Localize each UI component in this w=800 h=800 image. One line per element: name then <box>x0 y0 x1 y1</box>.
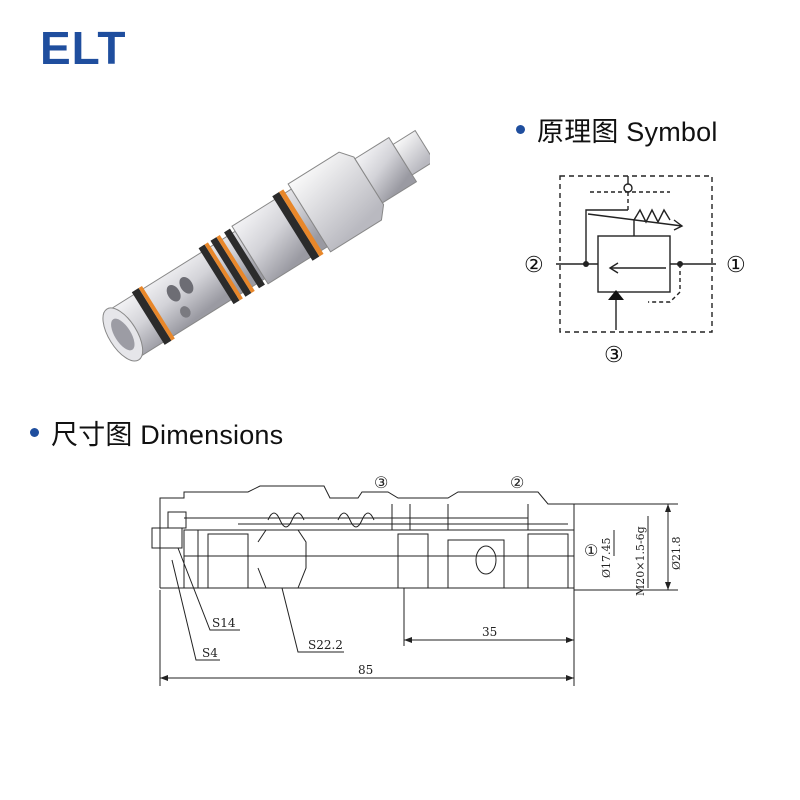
drawing-port-1: ① <box>584 541 598 560</box>
symbol-section-header: 原理图 Symbol <box>516 110 718 149</box>
bullet-icon <box>516 125 525 134</box>
dim-diameter-17: Ø17.45 <box>600 537 613 578</box>
dim-diameter-21: Ø21.8 <box>670 536 683 570</box>
bullet-icon <box>30 428 39 437</box>
dimensions-section-title: 尺寸图 Dimensions <box>51 420 284 450</box>
label-s14: S14 <box>212 616 236 630</box>
label-s22: S22.2 <box>308 638 343 652</box>
symbol-port-1: ① <box>726 253 746 278</box>
dim-85: 85 <box>358 663 373 677</box>
dimensions-section-header: 尺寸图 Dimensions <box>30 413 283 452</box>
elt-logo: ELT <box>40 22 126 72</box>
label-s4: S4 <box>202 646 218 660</box>
dim-thread-m20: M20×1.5-6g <box>634 526 647 596</box>
hydraulic-symbol: ② ① ③ <box>524 175 746 368</box>
symbol-port-3: ③ <box>604 343 624 368</box>
dimension-drawing: ③ ② ① S14 S4 S22.2 35 85 Ø17.45 M20×1.5-… <box>151 473 683 686</box>
symbol-section-title: 原理图 Symbol <box>537 117 718 147</box>
drawing-port-3: ③ <box>374 473 388 492</box>
symbol-port-2: ② <box>524 253 544 278</box>
product-image <box>102 129 430 362</box>
logo-text: ELT <box>40 22 126 72</box>
drawing-port-2: ② <box>510 473 524 492</box>
dim-35: 35 <box>482 625 497 639</box>
